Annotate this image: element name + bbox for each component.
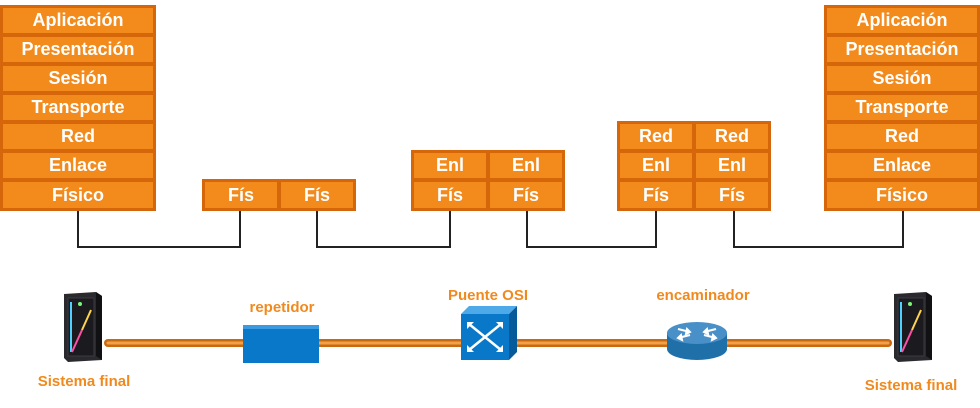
left-layer-enlace: Enlace: [0, 150, 156, 181]
router-right-red: Red: [693, 121, 771, 152]
left-end-system-label: Sistema final: [37, 373, 131, 390]
left-layer-presentacion: Presentación: [0, 34, 156, 65]
wire-router-to-end: [733, 210, 904, 248]
right-layer-sesion: Sesión: [824, 63, 980, 94]
router-right-enl: Enl: [693, 150, 771, 181]
wire-bridge-to-router: [526, 210, 657, 248]
router-right-fis: Fís: [693, 179, 771, 211]
repeater-label: repetidor: [249, 299, 315, 316]
router-left-red: Red: [617, 121, 695, 152]
wire-repeater-to-bridge: [316, 210, 451, 248]
bridge-left-enl: Enl: [411, 150, 489, 181]
left-layer-aplicacion: Aplicación: [0, 5, 156, 36]
bridge-right-enl: Enl: [487, 150, 565, 181]
right-layer-transporte: Transporte: [824, 92, 980, 123]
right-layer-enlace: Enlace: [824, 150, 980, 181]
left-layer-fisico: Físico: [0, 179, 156, 211]
bridge-label: Puente OSI: [447, 287, 529, 304]
bridge-switch-icon: [461, 306, 517, 360]
repeater-left-fis: Fís: [202, 179, 280, 211]
bridge-right-fis: Fís: [487, 179, 565, 211]
router-left-enl: Enl: [617, 150, 695, 181]
left-layer-transporte: Transporte: [0, 92, 156, 123]
right-layer-presentacion: Presentación: [824, 34, 980, 65]
wire-end-to-repeater: [77, 210, 241, 248]
router-label: encaminador: [656, 287, 750, 304]
left-pc-tower-icon: [64, 292, 102, 362]
router-icon: [667, 322, 727, 360]
router-left-fis: Fís: [617, 179, 695, 211]
right-end-system-label: Sistema final: [864, 377, 958, 394]
right-layer-aplicacion: Aplicación: [824, 5, 980, 36]
right-layer-red: Red: [824, 121, 980, 152]
right-pc-tower-icon: [894, 292, 932, 362]
right-layer-fisico: Físico: [824, 179, 980, 211]
left-layer-red: Red: [0, 121, 156, 152]
repeater-icon: [243, 325, 319, 363]
left-layer-sesion: Sesión: [0, 63, 156, 94]
bridge-left-fis: Fís: [411, 179, 489, 211]
repeater-right-fis: Fís: [278, 179, 356, 211]
